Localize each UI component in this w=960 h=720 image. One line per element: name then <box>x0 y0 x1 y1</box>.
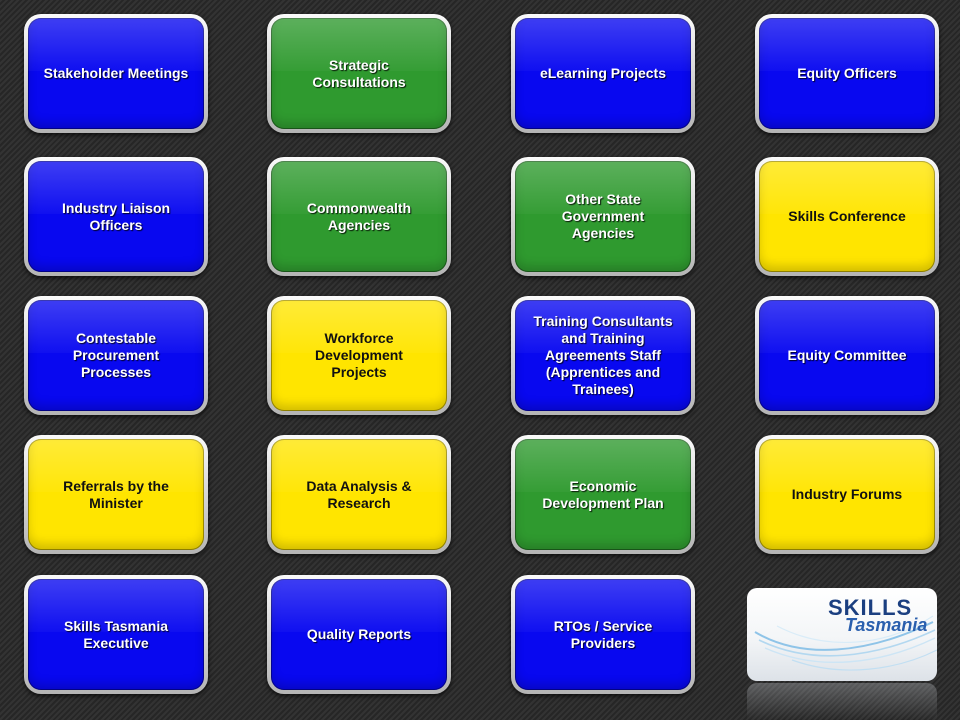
tile-label: Contestable Procurement Processes <box>72 330 160 380</box>
tile-skills-tasmania-executive: Skills Tasmania Executive <box>24 575 208 694</box>
tile-label: Industry Forums <box>791 486 903 502</box>
logo-reflection <box>747 683 937 720</box>
tile-quality-reports: Quality Reports <box>267 575 451 694</box>
tile-label: Training Consultants and Training Agreem… <box>533 313 673 397</box>
tile-equity-officers: Equity Officers <box>755 14 939 133</box>
tile-label: Economic Development Plan <box>542 477 664 511</box>
tile-referrals-by-the-minister: Referrals by the Minister <box>24 435 208 554</box>
tile-face: Training Consultants and Training Agreem… <box>515 300 691 411</box>
tile-face: Industry Liaison Officers <box>28 161 204 272</box>
tile-label: Equity Committee <box>787 347 907 363</box>
tile-strategic-consultations: Strategic Consultations <box>267 14 451 133</box>
tile-label: Other State Government Agencies <box>561 191 645 241</box>
tile-label: Referrals by the Minister <box>63 477 169 511</box>
tile-face: Economic Development Plan <box>515 439 691 550</box>
tile-label: Commonwealth Agencies <box>306 199 412 233</box>
tile-label: Skills Tasmania Executive <box>63 617 168 651</box>
tile-commonwealth-agencies: Commonwealth Agencies <box>267 157 451 276</box>
tile-contestable-procurement-processes: Contestable Procurement Processes <box>24 296 208 415</box>
tile-face: Data Analysis & Research <box>271 439 447 550</box>
tile-face: Workforce Development Projects <box>271 300 447 411</box>
tile-label: Industry Liaison Officers <box>61 199 171 233</box>
tile-label: Data Analysis & Research <box>306 477 412 511</box>
tile-label: RTOs / Service Providers <box>553 617 653 651</box>
tile-training-consultants: Training Consultants and Training Agreem… <box>511 296 695 415</box>
logo-text-skills: SKILLS <box>828 595 913 620</box>
skills-tasmania-logo: SKILLS Tasmania <box>747 588 937 681</box>
tile-face: Commonwealth Agencies <box>271 161 447 272</box>
tile-rtos-service-providers: RTOs / Service Providers <box>511 575 695 694</box>
tile-face: Skills Tasmania Executive <box>28 579 204 690</box>
tile-skills-conference: Skills Conference <box>755 157 939 276</box>
tile-label: Stakeholder Meetings <box>43 65 189 81</box>
tile-face: Equity Committee <box>759 300 935 411</box>
tile-workforce-development-projects: Workforce Development Projects <box>267 296 451 415</box>
tile-face: Stakeholder Meetings <box>28 18 204 129</box>
tile-face: Skills Conference <box>759 161 935 272</box>
tile-face: Strategic Consultations <box>271 18 447 129</box>
tile-label: Equity Officers <box>797 65 897 81</box>
tile-stakeholder-meetings: Stakeholder Meetings <box>24 14 208 133</box>
tile-label: Workforce Development Projects <box>315 330 403 380</box>
tile-label: Skills Conference <box>788 208 906 224</box>
tile-economic-development-plan: Economic Development Plan <box>511 435 695 554</box>
tile-industry-liaison-officers: Industry Liaison Officers <box>24 157 208 276</box>
tile-other-state-government-agencies: Other State Government Agencies <box>511 157 695 276</box>
tile-elearning-projects: eLearning Projects <box>511 14 695 133</box>
tile-face: RTOs / Service Providers <box>515 579 691 690</box>
tile-face: Contestable Procurement Processes <box>28 300 204 411</box>
logo-text-tasmania: Tasmania <box>845 615 928 635</box>
tile-equity-committee: Equity Committee <box>755 296 939 415</box>
tile-label: eLearning Projects <box>539 65 667 81</box>
tile-face: Equity Officers <box>759 18 935 129</box>
tile-face: Quality Reports <box>271 579 447 690</box>
tile-label: Strategic Consultations <box>312 56 406 90</box>
tile-label: Quality Reports <box>306 626 412 642</box>
tile-data-analysis-research: Data Analysis & Research <box>267 435 451 554</box>
logo-swoosh-icon <box>754 615 937 671</box>
tile-face: Industry Forums <box>759 439 935 550</box>
tile-face: Referrals by the Minister <box>28 439 204 550</box>
tile-industry-forums: Industry Forums <box>755 435 939 554</box>
tile-face: eLearning Projects <box>515 18 691 129</box>
tile-face: Other State Government Agencies <box>515 161 691 272</box>
